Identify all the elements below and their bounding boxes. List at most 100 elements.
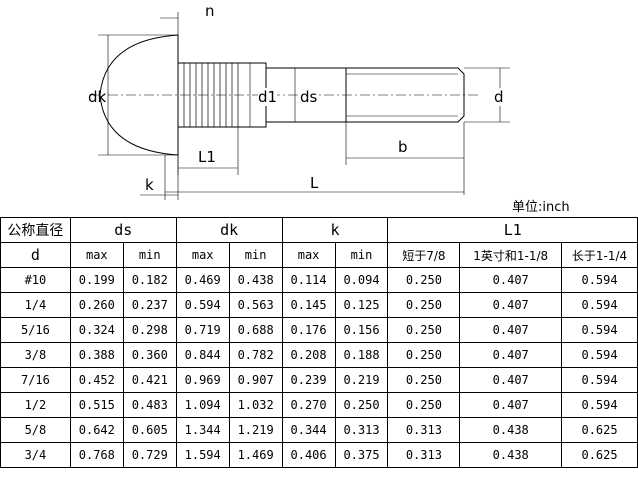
table-cell: 0.719 [175, 317, 230, 343]
table-cell: 0.219 [334, 367, 389, 393]
table-cell: 0.483 [122, 392, 177, 418]
table-cell: 0.438 [459, 442, 563, 468]
label-L: L [310, 174, 319, 192]
table-cell: 0.642 [69, 417, 124, 443]
table-cell: 0.907 [228, 367, 283, 393]
table-cell: 0.145 [281, 292, 336, 318]
table-cell: 0.594 [561, 392, 638, 418]
header-ds: ds [69, 217, 177, 243]
table-cell: 0.208 [281, 342, 336, 368]
cell-size: #10 [0, 267, 71, 293]
table-cell: 1.469 [228, 442, 283, 468]
label-ds: ds [300, 88, 318, 106]
bolt-head [99, 34, 179, 156]
cell-size: 3/4 [0, 442, 71, 468]
table-cell: 0.375 [334, 442, 389, 468]
label-b: b [398, 138, 408, 156]
table-cell: 0.438 [459, 417, 563, 443]
sub-header: 1英寸和1-1/8 [459, 242, 563, 268]
table-cell: 0.344 [281, 417, 336, 443]
table-cell: 0.250 [387, 267, 461, 293]
table-cell: 0.313 [387, 442, 461, 468]
cell-size: 1/4 [0, 292, 71, 318]
table-cell: 0.407 [459, 392, 563, 418]
sub-header: 短于7/8 [387, 242, 461, 268]
table-cell: 0.594 [561, 317, 638, 343]
table-cell: 0.844 [175, 342, 230, 368]
table-cell: 0.188 [334, 342, 389, 368]
table-cell: 0.688 [228, 317, 283, 343]
table-cell: 0.407 [459, 292, 563, 318]
sub-header: 长于1-1/4 [561, 242, 638, 268]
table-cell: 0.605 [122, 417, 177, 443]
sub-header: max [281, 242, 336, 268]
sub-header: min [228, 242, 283, 268]
table-cell: 1.094 [175, 392, 230, 418]
header-dk: dk [175, 217, 283, 243]
table-cell: 0.199 [69, 267, 124, 293]
table-cell: 0.239 [281, 367, 336, 393]
sub-header: max [175, 242, 230, 268]
table-cell: 0.515 [69, 392, 124, 418]
table-cell: 0.768 [69, 442, 124, 468]
table-cell: 0.406 [281, 442, 336, 468]
table-cell: 0.324 [69, 317, 124, 343]
table-cell: 1.344 [175, 417, 230, 443]
header-nominal: 公称直径 [0, 217, 71, 243]
table-cell: 0.237 [122, 292, 177, 318]
table-cell: 1.594 [175, 442, 230, 468]
label-L1: L1 [198, 148, 216, 166]
table-cell: 0.969 [175, 367, 230, 393]
table-cell: 0.594 [561, 292, 638, 318]
cell-size: 7/16 [0, 367, 71, 393]
table-cell: 0.407 [459, 267, 563, 293]
table-cell: 0.313 [387, 417, 461, 443]
table-cell: 0.094 [334, 267, 389, 293]
cell-size: 5/16 [0, 317, 71, 343]
table-cell: 0.360 [122, 342, 177, 368]
table-cell: 0.182 [122, 267, 177, 293]
table-cell: 0.125 [334, 292, 389, 318]
sub-header: min [334, 242, 389, 268]
table-cell: 0.298 [122, 317, 177, 343]
spec-table: 公称直径 ds dk k L1 d max min max min max mi… [0, 217, 638, 468]
table-cell: 0.250 [334, 392, 389, 418]
table-cell: 0.594 [561, 367, 638, 393]
cell-size: 1/2 [0, 392, 71, 418]
header-d: d [0, 242, 71, 268]
table-cell: 0.250 [387, 292, 461, 318]
bolt-drawing [90, 12, 510, 200]
label-n: n [205, 2, 215, 20]
cell-size: 3/8 [0, 342, 71, 368]
table-cell: 0.313 [334, 417, 389, 443]
label-dk: dk [88, 88, 107, 106]
sub-header: max [69, 242, 124, 268]
table-cell: 0.250 [387, 317, 461, 343]
table-cell: 0.250 [387, 392, 461, 418]
table-cell: 0.260 [69, 292, 124, 318]
header-L1: L1 [387, 217, 638, 243]
table-cell: 0.782 [228, 342, 283, 368]
table-cell: 0.594 [561, 342, 638, 368]
label-d1: d1 [258, 88, 278, 106]
table-cell: 0.421 [122, 367, 177, 393]
table-cell: 0.250 [387, 342, 461, 368]
table-cell: 0.438 [228, 267, 283, 293]
table-cell: 0.407 [459, 367, 563, 393]
table-cell: 0.114 [281, 267, 336, 293]
label-d: d [494, 88, 504, 106]
table-cell: 0.156 [334, 317, 389, 343]
table-cell: 1.219 [228, 417, 283, 443]
unit-label: 单位:inch [512, 200, 570, 215]
table-cell: 0.176 [281, 317, 336, 343]
table-cell: 0.270 [281, 392, 336, 418]
